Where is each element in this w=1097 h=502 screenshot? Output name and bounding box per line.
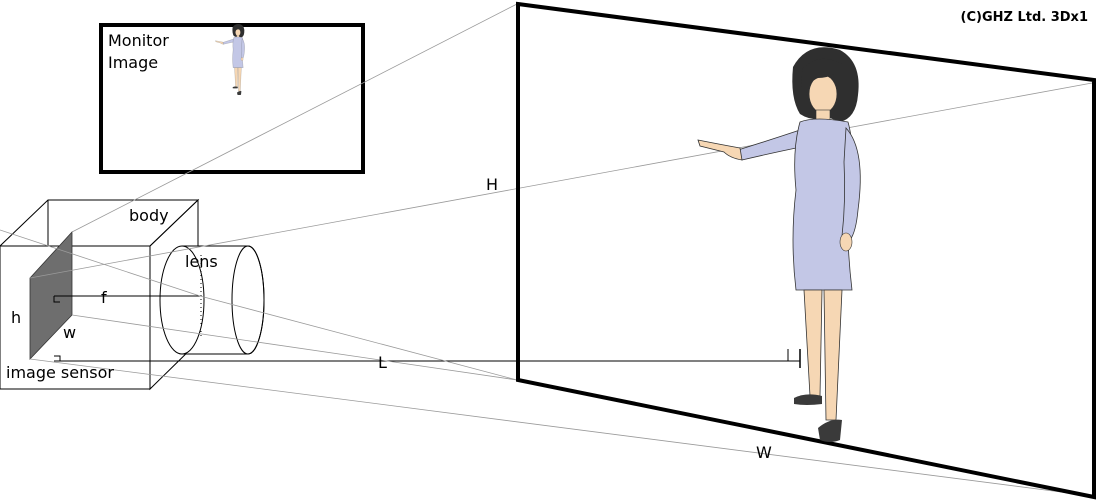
monitor-label-line1: Monitor (108, 31, 169, 50)
label-body: body (129, 206, 169, 225)
label-image-sensor: image sensor (6, 363, 114, 382)
monitor-label-line2: Image (108, 53, 158, 72)
label-L: L (378, 353, 387, 372)
label-W: W (756, 443, 772, 462)
lens-icon (159, 245, 265, 355)
label-f: f (101, 288, 107, 307)
optical-rays (0, 3, 1093, 497)
label-h: h (11, 308, 21, 327)
copyright-text: (C)GHZ Ltd. 3Dx1 (961, 10, 1088, 25)
label-lens: lens (185, 252, 218, 271)
label-w: w (63, 323, 76, 342)
label-H: H (486, 175, 498, 194)
person-figure-icon (697, 46, 861, 443)
projection-screen (516, 1, 1096, 500)
monitor-frame (99, 23, 365, 174)
